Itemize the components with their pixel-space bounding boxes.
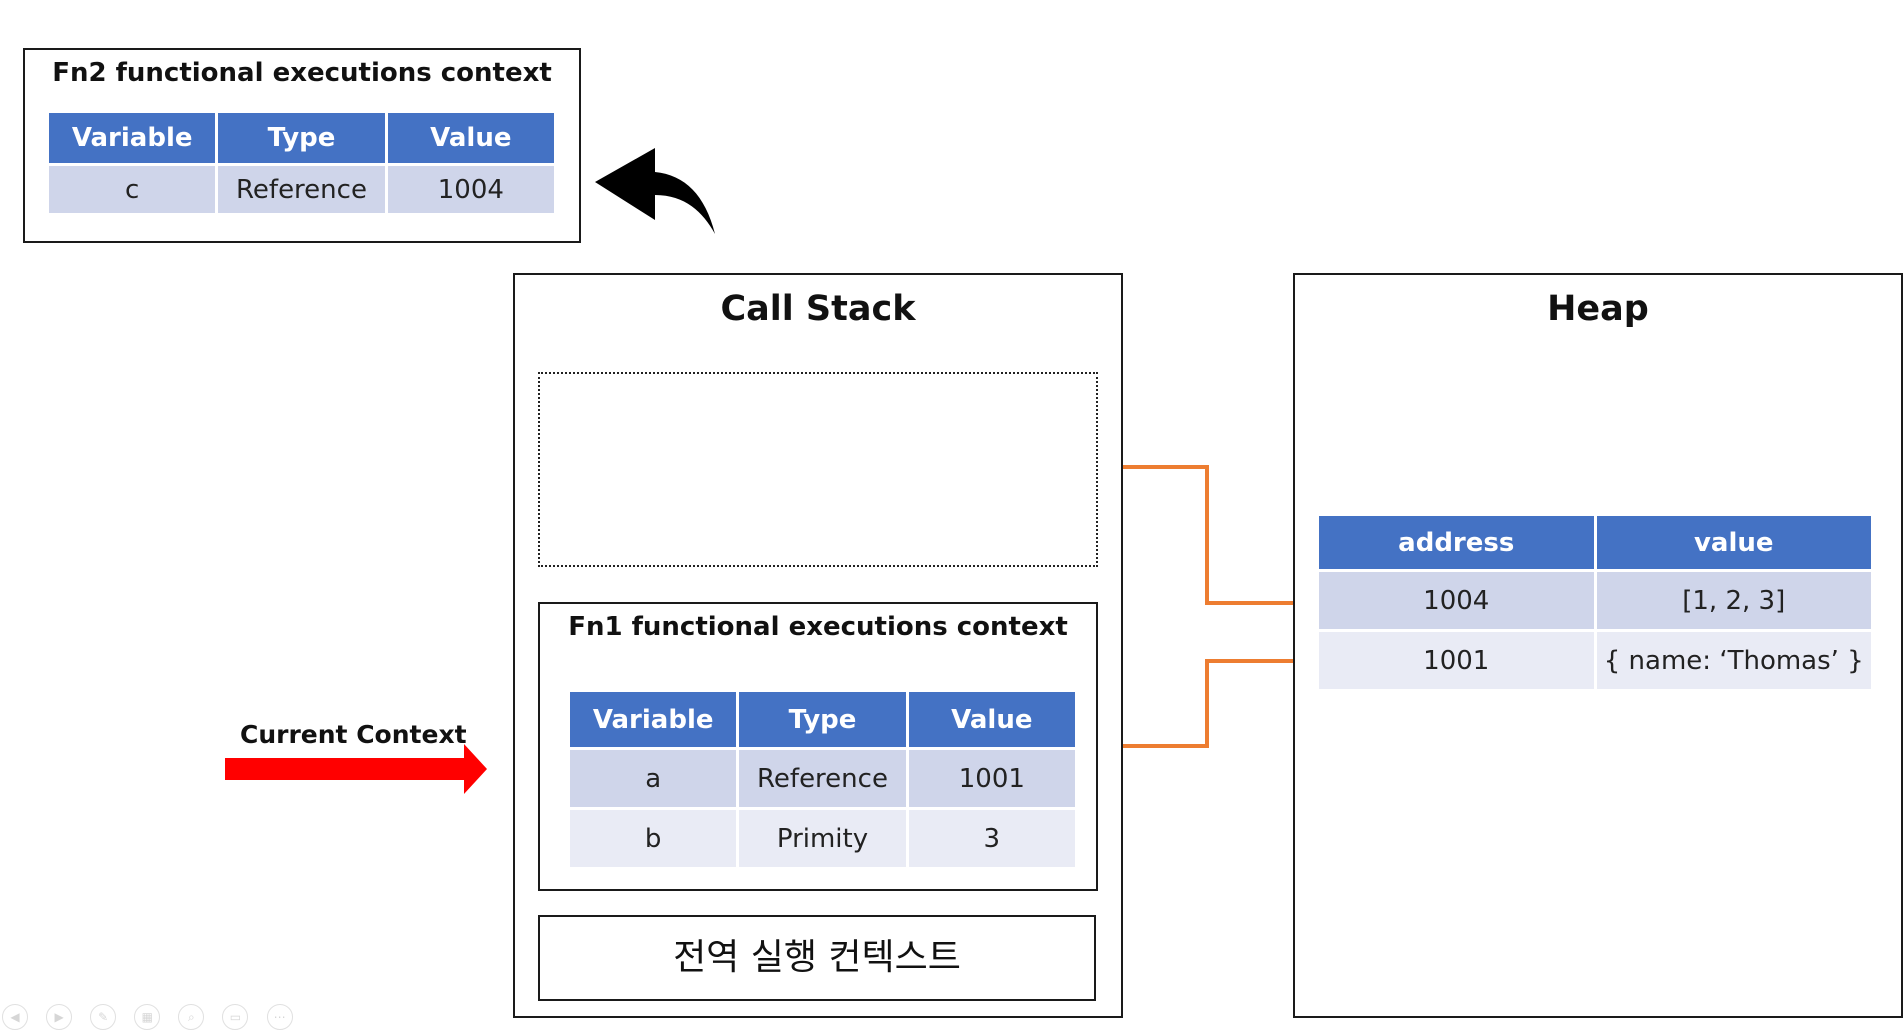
more-icon[interactable]: ⋯ (266, 1004, 293, 1030)
return-arrow-icon (595, 148, 715, 234)
fn1-header-value: Value (908, 692, 1075, 750)
fn2-cell: Reference (218, 166, 385, 216)
zoom-icon[interactable]: ⌕ (178, 1004, 205, 1030)
heap-cell: [1, 2, 3] (1596, 572, 1871, 632)
fn2-header-value: Value (387, 113, 554, 166)
heap-cell: 1004 (1319, 572, 1594, 632)
pointer-to-1004 (1095, 465, 1307, 605)
fn1-context-title: Fn1 functional executions context (568, 612, 1068, 642)
fn1-header-variable: Variable (570, 692, 737, 750)
current-context-label: Current Context (240, 720, 467, 749)
play-icon[interactable]: ▶ (46, 1004, 73, 1030)
fn2-context-title: Fn2 functional executions context (52, 58, 552, 88)
back-icon[interactable]: ◀ (2, 1004, 28, 1030)
fn1-cell: 3 (908, 810, 1075, 870)
heap-header-address: address (1319, 516, 1594, 572)
fn2-header-type: Type (218, 113, 385, 166)
fn1-cell: Primity (739, 810, 906, 870)
global-context-box: 전역 실행 컨텍스트 (538, 915, 1096, 1001)
grid-icon[interactable]: ▦ (134, 1004, 161, 1030)
pointer-to-1001 (1095, 659, 1307, 748)
heap-cell: { name: ‘Thomas’ } (1596, 632, 1871, 692)
table-row: 1001 { name: ‘Thomas’ } (1319, 632, 1871, 692)
fn1-cell: b (570, 810, 737, 870)
fn1-header-type: Type (739, 692, 906, 750)
fn1-cell: Reference (739, 750, 906, 810)
fn1-context-box: Fn1 functional executions context Variab… (538, 602, 1098, 891)
table-row: a Reference 1001 (570, 750, 1075, 810)
heap-box: Heap address value 1004 [1, 2, 3] 1001 {… (1293, 273, 1903, 1018)
heap-cell: 1001 (1319, 632, 1594, 692)
call-stack-box: Call Stack Fn1 functional executions con… (513, 273, 1123, 1018)
heap-header-value: value (1596, 516, 1871, 572)
table-row: 1004 [1, 2, 3] (1319, 572, 1871, 632)
fn1-cell: 1001 (908, 750, 1075, 810)
empty-context-slot (538, 372, 1098, 567)
fn2-cell: 1004 (387, 166, 554, 216)
current-context-arrow-icon (225, 744, 487, 794)
fn1-cell: a (570, 750, 737, 810)
table-row: c Reference 1004 (49, 166, 554, 216)
slideshow-toolbar: ◀ ▶ ✎ ▦ ⌕ ▭ ⋯ (2, 1004, 306, 1030)
heap-table: address value 1004 [1, 2, 3] 1001 { name… (1316, 516, 1874, 692)
table-row: b Primity 3 (570, 810, 1075, 870)
heap-title: Heap (1547, 289, 1649, 329)
fn2-context-table: Variable Type Value c Reference 1004 (46, 113, 557, 216)
fn1-context-table: Variable Type Value a Reference 1001 b P… (567, 692, 1078, 870)
global-context-label: 전역 실행 컨텍스트 (673, 937, 961, 978)
pen-icon[interactable]: ✎ (90, 1004, 117, 1030)
call-stack-title: Call Stack (720, 289, 916, 329)
fn2-cell: c (49, 166, 216, 216)
screen-icon[interactable]: ▭ (222, 1004, 249, 1030)
fn2-context-box: Fn2 functional executions context Variab… (23, 48, 581, 243)
fn2-header-variable: Variable (49, 113, 216, 166)
